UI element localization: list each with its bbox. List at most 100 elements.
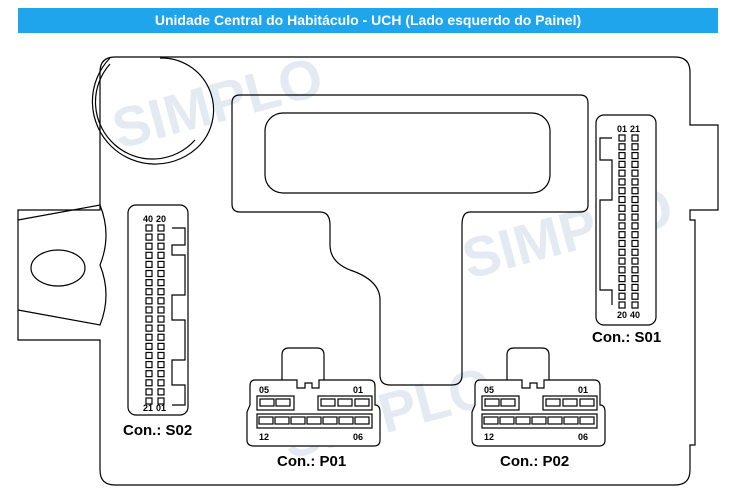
pin-label: 12 bbox=[484, 432, 494, 442]
pin bbox=[145, 379, 153, 387]
pin bbox=[545, 398, 561, 407]
pin bbox=[515, 416, 531, 425]
pin bbox=[631, 151, 639, 160]
pin-label: 21 bbox=[143, 403, 153, 413]
pin bbox=[531, 416, 547, 425]
pin bbox=[618, 292, 626, 300]
pin bbox=[618, 204, 626, 212]
pin bbox=[145, 242, 153, 250]
pin bbox=[274, 416, 290, 425]
label-p01: Con.: P01 bbox=[277, 453, 347, 470]
pin bbox=[157, 397, 165, 405]
pin-label: 06 bbox=[353, 432, 363, 442]
pin bbox=[499, 416, 515, 425]
pin bbox=[157, 233, 165, 241]
pin-label: 20 bbox=[156, 214, 166, 224]
pin bbox=[631, 195, 639, 204]
pin bbox=[631, 239, 639, 248]
pin bbox=[157, 242, 165, 250]
latch bbox=[281, 347, 325, 380]
pin bbox=[157, 342, 165, 350]
pin-label: 01 bbox=[353, 385, 363, 395]
pin bbox=[631, 222, 639, 230]
pin bbox=[618, 222, 626, 230]
pin bbox=[631, 231, 639, 239]
pin bbox=[145, 315, 153, 323]
pin bbox=[500, 398, 516, 407]
pin bbox=[618, 301, 626, 309]
pin-label: 01 bbox=[578, 385, 588, 395]
center-plate bbox=[231, 94, 589, 386]
pin bbox=[145, 251, 153, 259]
pin bbox=[320, 398, 336, 407]
label-s02: Con.: S02 bbox=[123, 422, 193, 439]
pin bbox=[157, 360, 165, 369]
pin bbox=[157, 288, 165, 296]
pin bbox=[145, 233, 153, 241]
pin bbox=[579, 398, 595, 407]
label-s01: Con.: S01 bbox=[592, 329, 662, 346]
pin bbox=[354, 398, 370, 407]
pin bbox=[547, 416, 563, 425]
pin bbox=[631, 187, 639, 195]
pin bbox=[157, 224, 165, 232]
pin bbox=[618, 143, 626, 151]
connector-s02[interactable]: 40 20 21 01 bbox=[127, 204, 189, 416]
pin-label: 05 bbox=[259, 385, 269, 395]
pin bbox=[631, 266, 639, 274]
pin bbox=[618, 187, 626, 195]
pin bbox=[618, 134, 626, 142]
pin bbox=[618, 231, 626, 239]
pin bbox=[618, 178, 626, 186]
pin bbox=[145, 297, 153, 305]
pin bbox=[290, 416, 306, 425]
pin bbox=[157, 279, 165, 287]
pin bbox=[483, 416, 499, 425]
round-boss bbox=[91, 57, 215, 165]
pin bbox=[145, 324, 153, 332]
pin bbox=[618, 169, 626, 177]
pin bbox=[631, 248, 639, 256]
pin-label: 12 bbox=[259, 432, 269, 442]
pin bbox=[145, 224, 153, 232]
pin bbox=[145, 288, 153, 296]
pin bbox=[157, 333, 165, 341]
pin bbox=[157, 315, 165, 323]
pin bbox=[145, 342, 153, 350]
pin bbox=[618, 266, 626, 274]
pin bbox=[258, 416, 274, 425]
pin bbox=[157, 297, 165, 305]
pin bbox=[145, 279, 153, 287]
pin bbox=[631, 134, 639, 142]
pin bbox=[618, 213, 626, 221]
latch bbox=[506, 347, 550, 380]
pin bbox=[259, 398, 275, 407]
pin bbox=[337, 398, 353, 407]
pin bbox=[618, 248, 626, 256]
pin-label: 20 bbox=[617, 310, 627, 320]
pin bbox=[631, 301, 639, 309]
pin bbox=[618, 195, 626, 204]
boss-rim bbox=[94, 63, 196, 160]
connector-s01[interactable]: 01 21 20 40 bbox=[595, 114, 657, 326]
pin-label: 40 bbox=[143, 214, 153, 224]
pin bbox=[618, 275, 626, 283]
pin bbox=[157, 388, 165, 396]
pin bbox=[631, 160, 639, 168]
pin bbox=[631, 178, 639, 186]
pin-label: 05 bbox=[484, 385, 494, 395]
pin bbox=[618, 160, 626, 168]
pin bbox=[157, 251, 165, 259]
center-window bbox=[264, 112, 551, 194]
pin bbox=[145, 306, 153, 314]
connector-p01[interactable]: 05 01 12 06 bbox=[246, 347, 381, 447]
pin bbox=[631, 169, 639, 177]
pin-label: 01 bbox=[617, 124, 627, 134]
pin bbox=[354, 416, 370, 425]
pin bbox=[579, 416, 595, 425]
label-p02: Con.: P02 bbox=[500, 453, 570, 470]
pin bbox=[157, 351, 165, 360]
pin bbox=[157, 379, 165, 387]
pin bbox=[631, 283, 639, 292]
